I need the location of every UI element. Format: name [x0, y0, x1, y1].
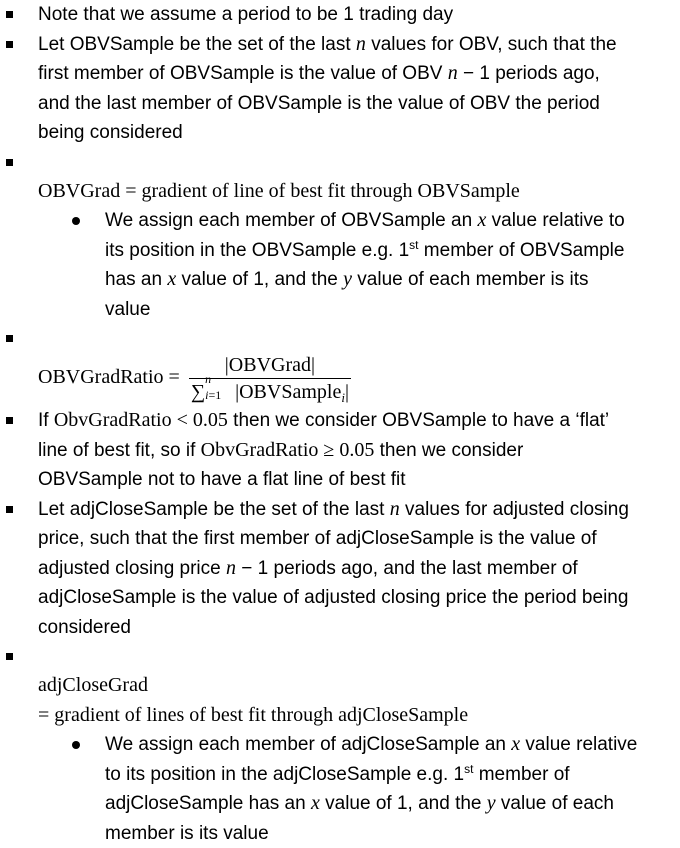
text: member of OBVSample: [418, 239, 625, 261]
line: member is its value: [105, 822, 269, 844]
line: has an x value of 1, and the y value of …: [105, 265, 680, 295]
sum-icon: ∑: [190, 380, 206, 403]
line: adjCloseSample has an x value of 1, and …: [105, 789, 680, 819]
sum-lower: i=1: [205, 389, 221, 401]
text: its position in the OBVSample e.g. 1: [105, 239, 410, 261]
line: If ObvGradRatio < 0.05 then we consider …: [38, 406, 680, 436]
line: line of best fit, so if ObvGradRatio ≥ 0…: [38, 436, 680, 466]
square-bullet-icon: [6, 158, 13, 166]
math-n: n: [447, 62, 458, 84]
den-text: |OBVSample: [235, 380, 342, 403]
math-y: y: [486, 792, 496, 814]
line: considered: [38, 616, 131, 638]
text: value of each: [495, 793, 614, 814]
equation-lhs: OBVGradRatio =: [38, 366, 180, 388]
text: value of 1, and the: [176, 269, 344, 290]
bullet-obvgrad-marker: [0, 148, 680, 177]
text: has an: [105, 269, 168, 290]
superscript: st: [409, 237, 419, 252]
square-bullet-icon: [6, 653, 13, 660]
den-subscript: i: [341, 389, 345, 405]
sum-start: =1: [208, 387, 222, 402]
numerator: |OBVGrad|: [188, 352, 351, 379]
line: being considered: [38, 122, 183, 143]
math-x: x: [511, 733, 521, 755]
bullet-flat-criterion: If ObvGradRatio < 0.05 then we consider …: [0, 406, 680, 495]
line: We assign each member of adjCloseSample …: [105, 730, 680, 760]
math-x: x: [167, 268, 177, 290]
line: first member of OBVSample is the value o…: [38, 59, 680, 89]
square-bullet-icon: [6, 505, 13, 513]
line: OBVSample not to have a flat line of bes…: [38, 469, 406, 490]
bullet-adjclosesample-definition: Let adjCloseSample be the set of the las…: [0, 495, 680, 643]
line: adjusted closing price n − 1 periods ago…: [38, 554, 680, 584]
text: adjusted closing price: [38, 557, 226, 579]
equation-adjclosegrad-line1: adjCloseGrad: [38, 674, 148, 696]
line: Let adjCloseSample be the set of the las…: [38, 495, 680, 525]
text: first member of OBVSample is the value o…: [38, 63, 448, 84]
square-bullet-icon: [6, 40, 13, 48]
text: then we consider OBVSample to have a ‘fl…: [227, 410, 610, 431]
math-x: x: [310, 792, 320, 814]
line: its position in the OBVSample e.g. 1st m…: [105, 236, 680, 266]
square-bullet-icon: [6, 417, 13, 424]
equation-adjclosegrad-line2: = gradient of lines of best fit through …: [38, 703, 469, 726]
text: If: [38, 410, 54, 431]
text: − 1 periods ago,: [457, 63, 600, 84]
sub-bullet-adjclosegrad: We assign each member of adjCloseSample …: [0, 730, 680, 848]
line: and the last member of OBVSample is the …: [38, 92, 600, 114]
line: to its position in the adjCloseSample e.…: [105, 760, 680, 790]
superscript: st: [464, 761, 474, 776]
text: value relative: [520, 734, 638, 755]
text: − 1 periods ago, and the last member of: [236, 557, 578, 579]
square-bullet-icon: [6, 11, 13, 18]
text: member of: [473, 763, 570, 785]
math-y: y: [343, 268, 353, 290]
den-close: |: [344, 380, 349, 403]
line: Let OBVSample be the set of the last n v…: [38, 30, 680, 60]
line: We assign each member of OBVSample an x …: [105, 206, 680, 236]
text: Let adjCloseSample be the set of the las…: [38, 498, 390, 520]
bullet-period-note: Note that we assume a period to be 1 tra…: [0, 0, 680, 30]
bullet-obvgradratio-marker: [0, 324, 680, 348]
round-bullet-icon: [72, 741, 80, 749]
text: value of each member is its: [352, 269, 589, 290]
text: adjCloseSample has an: [105, 793, 311, 814]
line: value: [105, 298, 151, 320]
text: value of 1, and the: [319, 793, 487, 814]
square-bullet-icon: [6, 335, 13, 342]
math-inline: ObvGradRatio ≥ 0.05: [200, 438, 375, 461]
math-inline: ObvGradRatio < 0.05: [53, 409, 228, 431]
sub-bullet-obvgrad: We assign each member of OBVSample an x …: [0, 206, 680, 324]
bullet-text: Note that we assume a period to be 1 tra…: [38, 4, 454, 25]
text: line of best fit, so if: [38, 439, 201, 461]
text: values for OBV, such that the: [365, 33, 617, 55]
equation-obvgrad: OBVGrad = gradient of line of best fit t…: [38, 179, 520, 202]
text: We assign each member of OBVSample an: [105, 210, 478, 231]
line: adjCloseSample is the value of adjusted …: [38, 587, 629, 608]
math-n: n: [226, 556, 236, 579]
round-bullet-icon: [72, 217, 80, 225]
bullet-adjclosegrad-marker: [0, 642, 680, 671]
line: price, such that the first member of adj…: [38, 528, 597, 549]
text: Let OBVSample be the set of the last: [38, 33, 356, 55]
sum-index: i: [205, 387, 209, 402]
math-x: x: [477, 209, 487, 231]
math-n: n: [389, 497, 400, 520]
text: then we consider: [374, 439, 524, 461]
text: value relative to: [486, 210, 625, 231]
sum-upper: n: [205, 371, 212, 386]
math-n: n: [355, 32, 366, 55]
text: values for adjusted closing: [399, 498, 629, 520]
text: to its position in the adjCloseSample e.…: [105, 763, 465, 785]
text: We assign each member of adjCloseSample …: [105, 734, 512, 755]
bullet-obvsample-definition: Let OBVSample be the set of the last n v…: [0, 30, 680, 148]
